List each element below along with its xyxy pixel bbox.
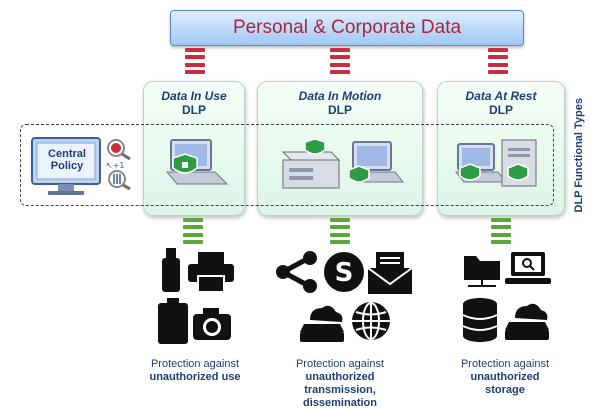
connector-green-motion (330, 218, 350, 244)
panel-title-motion: Data In Motion DLP (258, 89, 422, 117)
svg-text:S: S (335, 258, 354, 288)
storage-shield-icon (454, 139, 537, 187)
side-label: DLP Functional Types (572, 88, 586, 223)
connector-green-use (183, 218, 203, 244)
panel-title-dlp: DLP (328, 103, 352, 117)
connector-red-motion (330, 48, 350, 74)
panel-data-in-use: Data In Use DLP (143, 81, 245, 216)
panel-title-italic: Data At Rest (465, 89, 537, 103)
header-bar: Personal & Corporate Data (170, 10, 524, 46)
policy-band (20, 124, 554, 206)
usb-drive-icon (162, 248, 180, 292)
caption-bold: unauthorized (305, 371, 375, 383)
globe-icon (352, 302, 390, 340)
database-icon (462, 298, 498, 342)
laptop-search-icon (505, 252, 551, 284)
caption-bold: storage (485, 384, 525, 396)
side-label-text: DLP Functional Types (573, 98, 585, 213)
panel-title-italic: Data In Motion (298, 89, 382, 103)
central-policy-label: Central Policy (41, 148, 93, 172)
panel-title-use: Data In Use DLP (144, 89, 244, 117)
panel-title-dlp: DLP (489, 103, 513, 117)
clipboard-icon (158, 298, 188, 344)
printer-icon (188, 252, 234, 293)
svg-text:↖+1: ↖+1 (106, 161, 125, 170)
panel-data-in-motion: Data In Motion DLP (257, 81, 423, 216)
panel-title-rest: Data At Rest DLP (438, 89, 564, 117)
magnifier-icon (107, 139, 131, 161)
server-shield-icon (281, 138, 341, 189)
cloud-storage-icon (505, 303, 549, 340)
caption-plain: Protection against (460, 358, 550, 370)
header-title: Personal & Corporate Data (232, 17, 462, 38)
connector-green-rest (491, 218, 511, 244)
scan-magnifier-icon: ↖+1 (106, 161, 131, 191)
panel-title-dlp: DLP (182, 103, 206, 117)
laptop-shield-icon (165, 139, 229, 185)
cloud-drive-icon (300, 305, 344, 342)
caption-bold: unauthorized (470, 371, 540, 383)
connector-red-use (185, 48, 205, 74)
caption-motion: Protection against unauthorized transmis… (275, 358, 405, 410)
laptop-shield-motion-icon (347, 141, 405, 183)
connector-red-rest (488, 48, 508, 74)
caption-bold: unauthorized use (149, 371, 241, 383)
camera-icon (193, 308, 231, 340)
caption-plain: Protection against (150, 358, 240, 370)
panel-title-italic: Data In Use (161, 89, 227, 103)
mail-icon (367, 252, 413, 294)
caption-use: Protection against unauthorized use (130, 358, 260, 384)
caption-rest: Protection against unauthorized storage (440, 358, 570, 397)
caption-plain: Protection against (295, 358, 385, 370)
skype-icon: S (324, 252, 364, 292)
central-policy-monitor-icon (31, 137, 101, 195)
network-folder-icon (464, 256, 500, 287)
caption-bold: transmission, (304, 384, 376, 396)
central-policy-line1: Central (48, 148, 86, 160)
share-icon (276, 251, 317, 293)
caption-bold: dissemination (303, 397, 377, 409)
central-policy-line2: Policy (50, 160, 84, 172)
